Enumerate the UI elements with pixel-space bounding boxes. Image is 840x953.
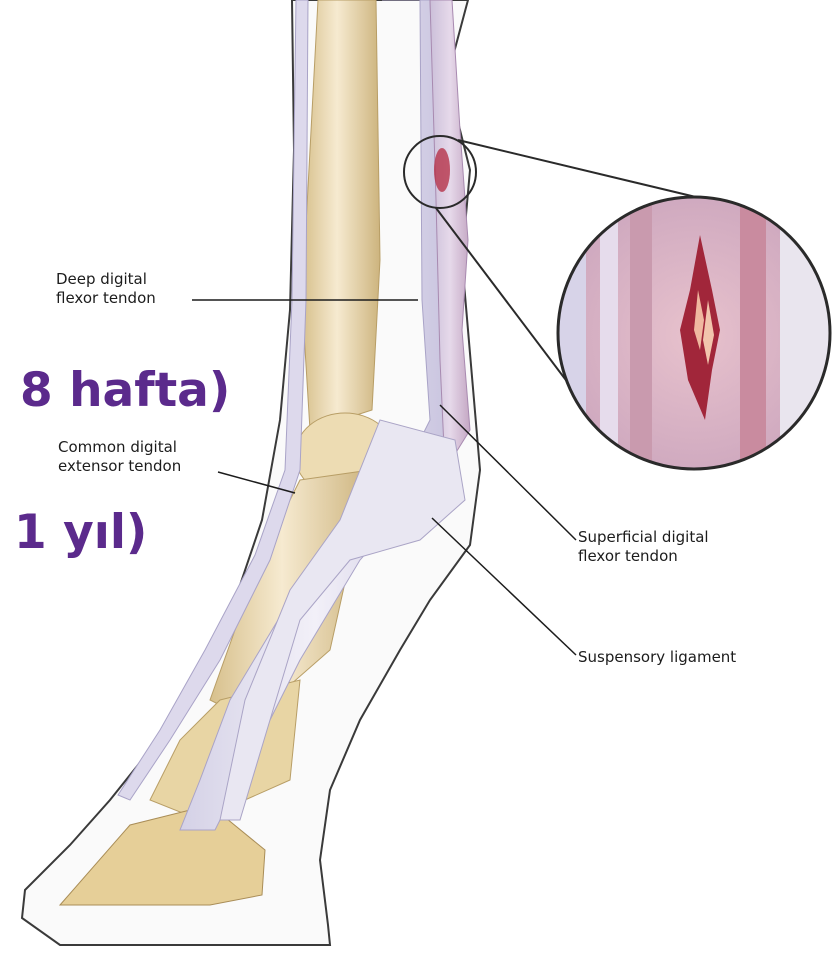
label-common-digital-extensor-tendon: Common digital extensor tendon bbox=[58, 438, 181, 476]
overlay-duration-8-weeks: 8 hafta) bbox=[20, 364, 230, 418]
label-suspensory-ligament: Suspensory ligament bbox=[578, 648, 736, 667]
label-superficial-digital-flexor-tendon: Superficial digital flexor tendon bbox=[578, 528, 709, 566]
overlay-duration-1-year: 1 yıl) bbox=[14, 506, 147, 560]
zoom-connector-top bbox=[458, 140, 700, 198]
injury-site bbox=[434, 148, 450, 192]
label-deep-digital-flexor-tendon: Deep digital flexor tendon bbox=[56, 270, 156, 308]
leader-suspensory bbox=[432, 518, 576, 655]
